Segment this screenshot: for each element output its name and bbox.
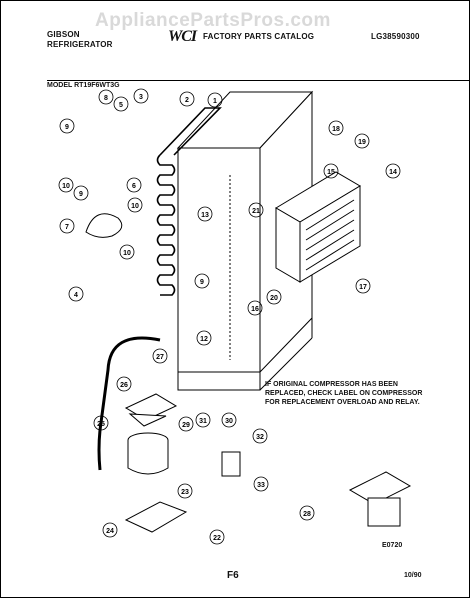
catalog-title: FACTORY PARTS CATALOG xyxy=(203,32,315,41)
cabinet xyxy=(176,90,314,391)
svg-text:2: 2 xyxy=(185,97,189,104)
callout-3 xyxy=(133,88,149,104)
svg-text:3: 3 xyxy=(139,94,143,101)
svg-text:28: 28 xyxy=(303,511,311,518)
callout-6 xyxy=(126,177,142,193)
wci-logo: WCI xyxy=(168,28,197,45)
callout-20 xyxy=(266,289,282,305)
callout-29 xyxy=(178,416,194,432)
svg-text:15: 15 xyxy=(327,169,335,176)
callout-19 xyxy=(354,133,370,149)
callout-22 xyxy=(209,529,225,545)
callout-18 xyxy=(328,120,344,136)
page-number: F6 xyxy=(227,570,239,581)
callout-26 xyxy=(116,376,132,392)
callout-24 xyxy=(102,522,118,538)
svg-text:9: 9 xyxy=(65,124,69,131)
svg-text:32: 32 xyxy=(256,434,264,441)
revision-date: 10/90 xyxy=(404,572,422,579)
svg-text:21: 21 xyxy=(252,208,260,215)
svg-text:8: 8 xyxy=(104,95,108,102)
callout-8 xyxy=(98,89,114,105)
doc-code: LG38590300 xyxy=(371,32,420,41)
svg-text:1: 1 xyxy=(213,98,217,105)
svg-text:31: 31 xyxy=(199,418,207,425)
svg-text:24: 24 xyxy=(106,528,114,535)
svg-text:18: 18 xyxy=(332,126,340,133)
svg-text:6: 6 xyxy=(132,183,136,190)
callout-21 xyxy=(248,202,264,218)
svg-text:9: 9 xyxy=(200,279,204,286)
svg-text:17: 17 xyxy=(359,284,367,291)
compressor-base xyxy=(124,501,188,533)
callout-9c xyxy=(194,273,210,289)
condenser-coil xyxy=(156,107,222,296)
callout-17 xyxy=(355,278,371,294)
svg-text:29: 29 xyxy=(182,422,190,429)
callout-15 xyxy=(323,163,339,179)
svg-text:10: 10 xyxy=(131,203,139,210)
callout-32 xyxy=(252,428,268,444)
svg-text:13: 13 xyxy=(201,212,209,219)
svg-text:10: 10 xyxy=(123,250,131,257)
callout-9b xyxy=(73,185,89,201)
svg-text:22: 22 xyxy=(213,535,221,542)
svg-text:27: 27 xyxy=(156,354,164,361)
svg-text:19: 19 xyxy=(358,139,366,146)
callout-30 xyxy=(221,412,237,428)
relay-overload xyxy=(221,451,241,477)
svg-text:20: 20 xyxy=(270,295,278,302)
power-cord xyxy=(85,213,123,238)
drain-pan xyxy=(124,393,178,427)
callout-10c xyxy=(119,244,135,260)
callout-25 xyxy=(93,415,109,431)
compressor xyxy=(127,432,169,475)
svg-text:10: 10 xyxy=(62,183,70,190)
callout-16 xyxy=(247,300,263,316)
callout-5 xyxy=(113,96,129,112)
callout-9a xyxy=(59,118,75,134)
callout-10b xyxy=(127,197,143,213)
svg-text:4: 4 xyxy=(74,292,78,299)
replacement-compressor xyxy=(348,471,412,527)
svg-text:33: 33 xyxy=(257,482,265,489)
svg-text:14: 14 xyxy=(389,169,397,176)
callout-33 xyxy=(253,476,269,492)
svg-text:12: 12 xyxy=(200,336,208,343)
callout-13 xyxy=(197,206,213,222)
svg-text:16: 16 xyxy=(251,306,259,313)
brand-line1: GIBSON xyxy=(47,30,80,39)
callout-4 xyxy=(68,286,84,302)
svg-text:25: 25 xyxy=(97,421,105,428)
callout-28 xyxy=(299,505,315,521)
svg-text:5: 5 xyxy=(119,102,123,109)
callout-1 xyxy=(207,92,223,108)
callout-27 xyxy=(152,348,168,364)
brand-line2: REFRIGERATOR xyxy=(47,40,113,49)
drain-tube xyxy=(97,336,161,471)
callout-31 xyxy=(195,412,211,428)
callout-23 xyxy=(177,483,193,499)
compressor-note: IF ORIGINAL COMPRESSOR HAS BEEN REPLACED… xyxy=(265,381,423,406)
callout-2 xyxy=(179,91,195,107)
svg-text:26: 26 xyxy=(120,382,128,389)
callout-7 xyxy=(59,218,75,234)
callout-14 xyxy=(385,163,401,179)
evaporator-assembly xyxy=(275,171,361,283)
callout-12 xyxy=(196,330,212,346)
svg-text:7: 7 xyxy=(65,224,69,231)
watermark: AppliancePartsPros.com xyxy=(95,10,331,31)
svg-text:30: 30 xyxy=(225,418,233,425)
callout-10a xyxy=(58,177,74,193)
svg-text:9: 9 xyxy=(79,191,83,198)
svg-text:23: 23 xyxy=(181,489,189,496)
figure-code: E0720 xyxy=(382,542,403,549)
model-line: MODEL RT19F6WT3G xyxy=(47,80,469,89)
